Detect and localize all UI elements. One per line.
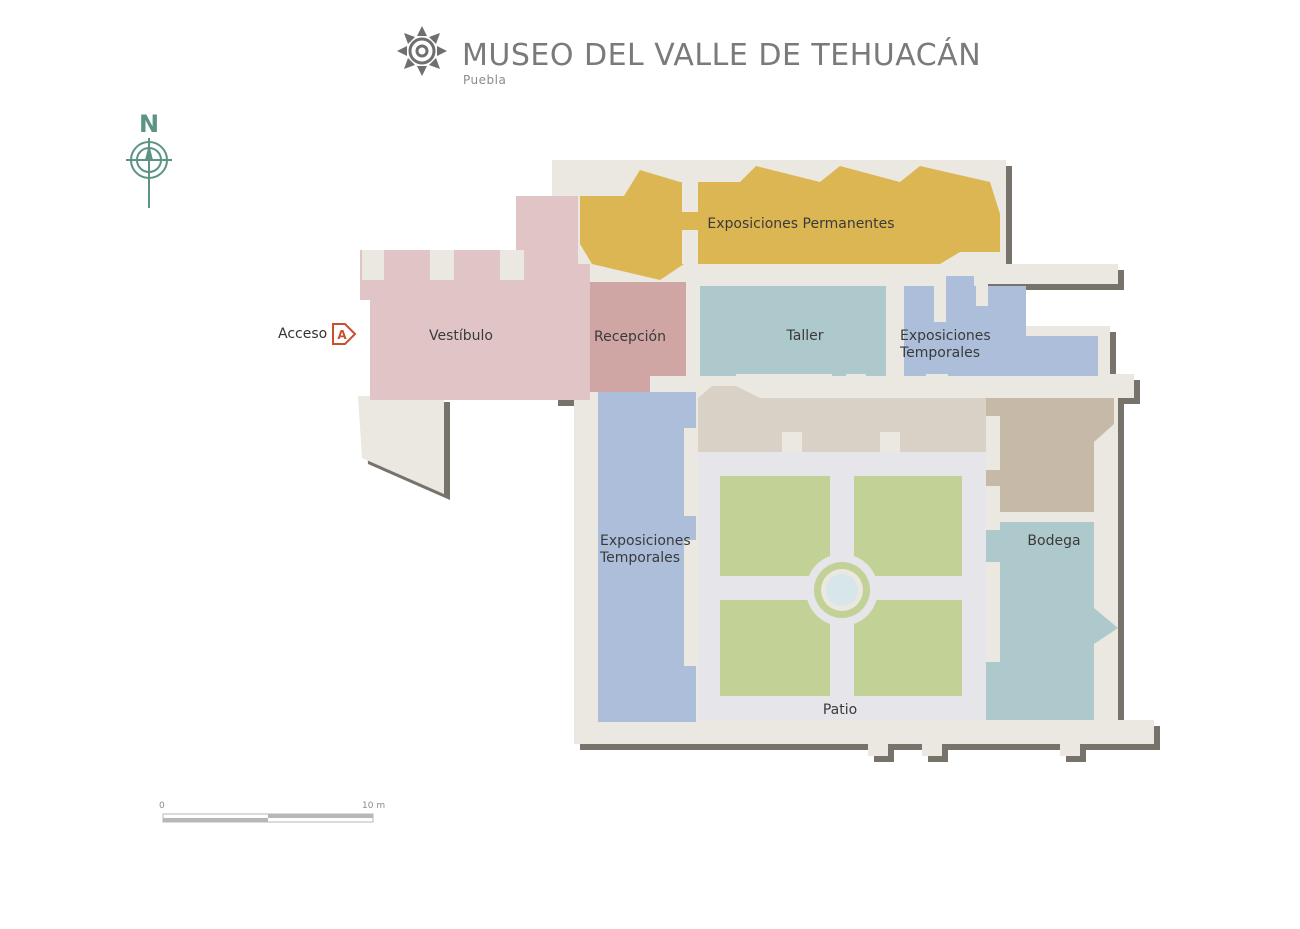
wall-pillars bbox=[362, 182, 1094, 666]
room-label-line: Temporales bbox=[599, 550, 680, 566]
room-expos-temporales-oeste bbox=[598, 392, 696, 722]
garden-bed bbox=[720, 600, 830, 696]
room-label-line: Temporales bbox=[899, 345, 980, 361]
room-taller bbox=[700, 286, 886, 376]
entrance-arrow-icon: A bbox=[332, 323, 357, 345]
map-subtitle: Puebla bbox=[463, 73, 507, 87]
room-label-taller: Taller bbox=[786, 328, 824, 344]
patio-garden bbox=[720, 476, 962, 696]
room-vestibulo bbox=[360, 196, 590, 400]
room-label-line: Exposiciones bbox=[900, 328, 991, 344]
map-title: MUSEO DEL VALLE DE TEHUACÁN bbox=[462, 38, 982, 73]
room-label-vestibulo: Vestíbulo bbox=[429, 328, 493, 344]
room-label-expos-permanentes: Exposiciones Permanentes bbox=[707, 216, 894, 232]
room-recepcion bbox=[590, 282, 686, 392]
garden-bed bbox=[854, 476, 962, 576]
access-label: Acceso bbox=[278, 326, 328, 342]
aztec-sun-logo-icon bbox=[397, 26, 447, 76]
storage-room bbox=[986, 398, 1114, 512]
room-label-line: Exposiciones bbox=[600, 533, 691, 549]
room-label-patio: Patio bbox=[823, 702, 857, 718]
access-marker: A bbox=[337, 328, 347, 342]
room-label-bodega: Bodega bbox=[1027, 533, 1080, 549]
garden-bed bbox=[854, 600, 962, 696]
compass-north-label: N bbox=[139, 110, 159, 138]
scale-start-label: 0 bbox=[159, 801, 165, 811]
north-arrow-icon: N bbox=[126, 110, 172, 208]
room-expos-temporales-norte bbox=[904, 276, 1098, 376]
scale-bar: 0 10 m bbox=[159, 801, 385, 823]
corridor bbox=[698, 386, 986, 452]
room-label-recepcion: Recepción bbox=[594, 329, 666, 345]
room-labels: Vestíbulo Recepción Exposiciones Permane… bbox=[429, 216, 1081, 718]
fountain-icon bbox=[826, 574, 858, 606]
room-bodega bbox=[986, 522, 1118, 720]
garden-bed bbox=[720, 476, 830, 576]
scale-end-label: 10 m bbox=[362, 801, 385, 811]
